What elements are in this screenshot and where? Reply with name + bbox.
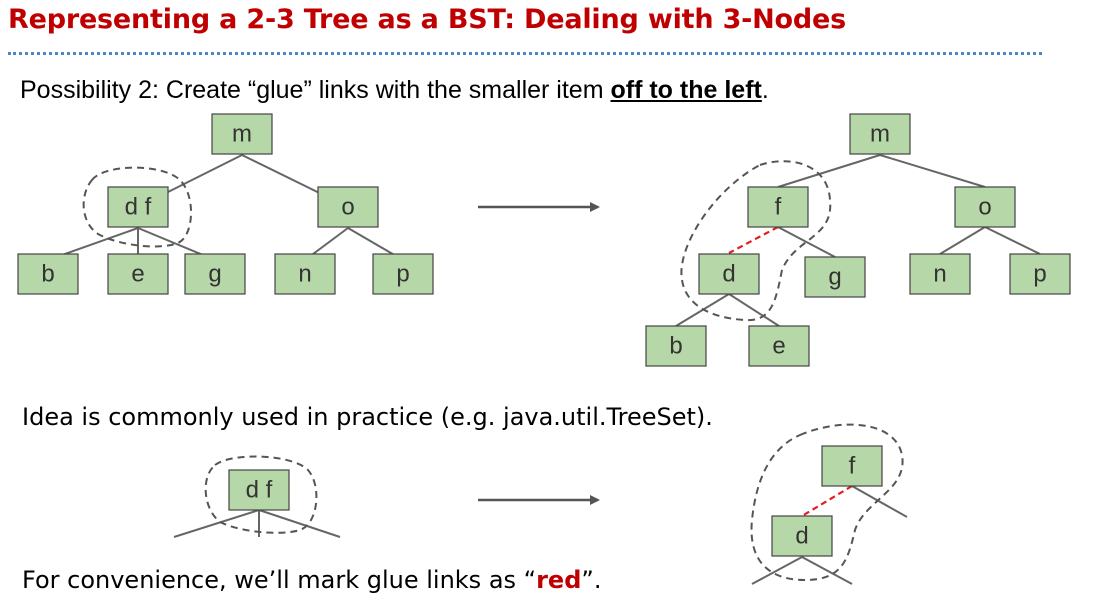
- node-df: d f: [228, 469, 290, 511]
- glue-outline: [750, 423, 904, 582]
- node-m: m: [211, 113, 273, 155]
- convenience-prefix: For convenience, we’ll mark glue links a…: [22, 566, 537, 594]
- node-label: b: [669, 333, 682, 360]
- possibility-suffix: .: [761, 76, 769, 104]
- three-node-outline: [204, 455, 318, 534]
- node-label: n: [933, 261, 946, 288]
- edge-right-branch: [258, 509, 341, 538]
- edge-f-right: [851, 485, 908, 518]
- node-label: f: [775, 194, 782, 221]
- node-label: g: [828, 264, 841, 291]
- possibility-text: Possibility 2: Create “glue” links with …: [20, 76, 769, 105]
- edge-m-f: [777, 154, 881, 188]
- node-m: m: [849, 113, 911, 155]
- node-label: m: [870, 121, 890, 148]
- node-label: o: [978, 194, 991, 221]
- node-label: m: [232, 121, 252, 148]
- node-e: e: [107, 253, 169, 295]
- edge-d-left: [751, 556, 803, 585]
- convenience-red-word: red: [536, 566, 582, 594]
- node-label: d f: [125, 194, 152, 221]
- node-df: d f: [107, 186, 169, 228]
- convenience-text: For convenience, we’ll mark glue links a…: [22, 566, 601, 594]
- node-label: d: [722, 261, 735, 288]
- right-tree: m f o d g n p b: [645, 113, 1071, 367]
- edge-m-o: [879, 154, 986, 188]
- node-o: o: [954, 186, 1016, 228]
- node-label: e: [772, 333, 785, 360]
- slide-title: Representing a 2-3 Tree as a BST: Dealin…: [8, 4, 847, 35]
- title-divider: [8, 52, 1042, 55]
- edge-f-g: [777, 226, 836, 258]
- node-n: n: [909, 253, 971, 295]
- node-o: o: [317, 186, 379, 228]
- edge-d-e: [728, 293, 780, 327]
- node-b: b: [645, 325, 707, 367]
- possibility-emphasis: off to the left: [610, 76, 762, 104]
- edge-d-right: [801, 556, 853, 585]
- edge-o-n: [939, 226, 986, 255]
- node-label: n: [298, 261, 311, 288]
- convenience-suffix: ”.: [581, 566, 602, 594]
- node-d: d: [698, 253, 760, 295]
- bottom-right-glue-pair: f d: [750, 423, 908, 585]
- possibility-prefix: Possibility 2: Create “glue” links with …: [20, 76, 611, 104]
- node-p: p: [1009, 253, 1071, 295]
- node-g: g: [184, 253, 246, 295]
- node-label: d f: [246, 477, 273, 504]
- edge-left-branch: [173, 509, 260, 538]
- node-f: f: [821, 445, 883, 487]
- node-b: b: [17, 253, 79, 295]
- node-n: n: [274, 253, 336, 295]
- glue-outline: [680, 160, 832, 322]
- node-label: p: [1033, 261, 1046, 288]
- glue-link-f-d: [728, 226, 779, 254]
- node-label: g: [208, 261, 221, 288]
- node-label: b: [41, 261, 54, 288]
- node-label: e: [131, 261, 144, 288]
- node-e: e: [748, 325, 810, 367]
- node-label: o: [341, 194, 354, 221]
- node-label: d: [795, 523, 808, 550]
- node-label: p: [396, 261, 409, 288]
- node-f: f: [747, 186, 809, 228]
- left-tree: m d f o b e g n p: [17, 113, 434, 295]
- node-label: f: [849, 453, 856, 480]
- glue-link-f-d: [801, 485, 853, 517]
- node-g: g: [804, 256, 866, 298]
- edge-o-p: [984, 226, 1041, 255]
- node-p: p: [372, 253, 434, 295]
- node-d: d: [771, 515, 833, 557]
- bottom-left-three-node: d f: [173, 455, 341, 538]
- idea-text: Idea is commonly used in practice (e.g. …: [22, 403, 713, 431]
